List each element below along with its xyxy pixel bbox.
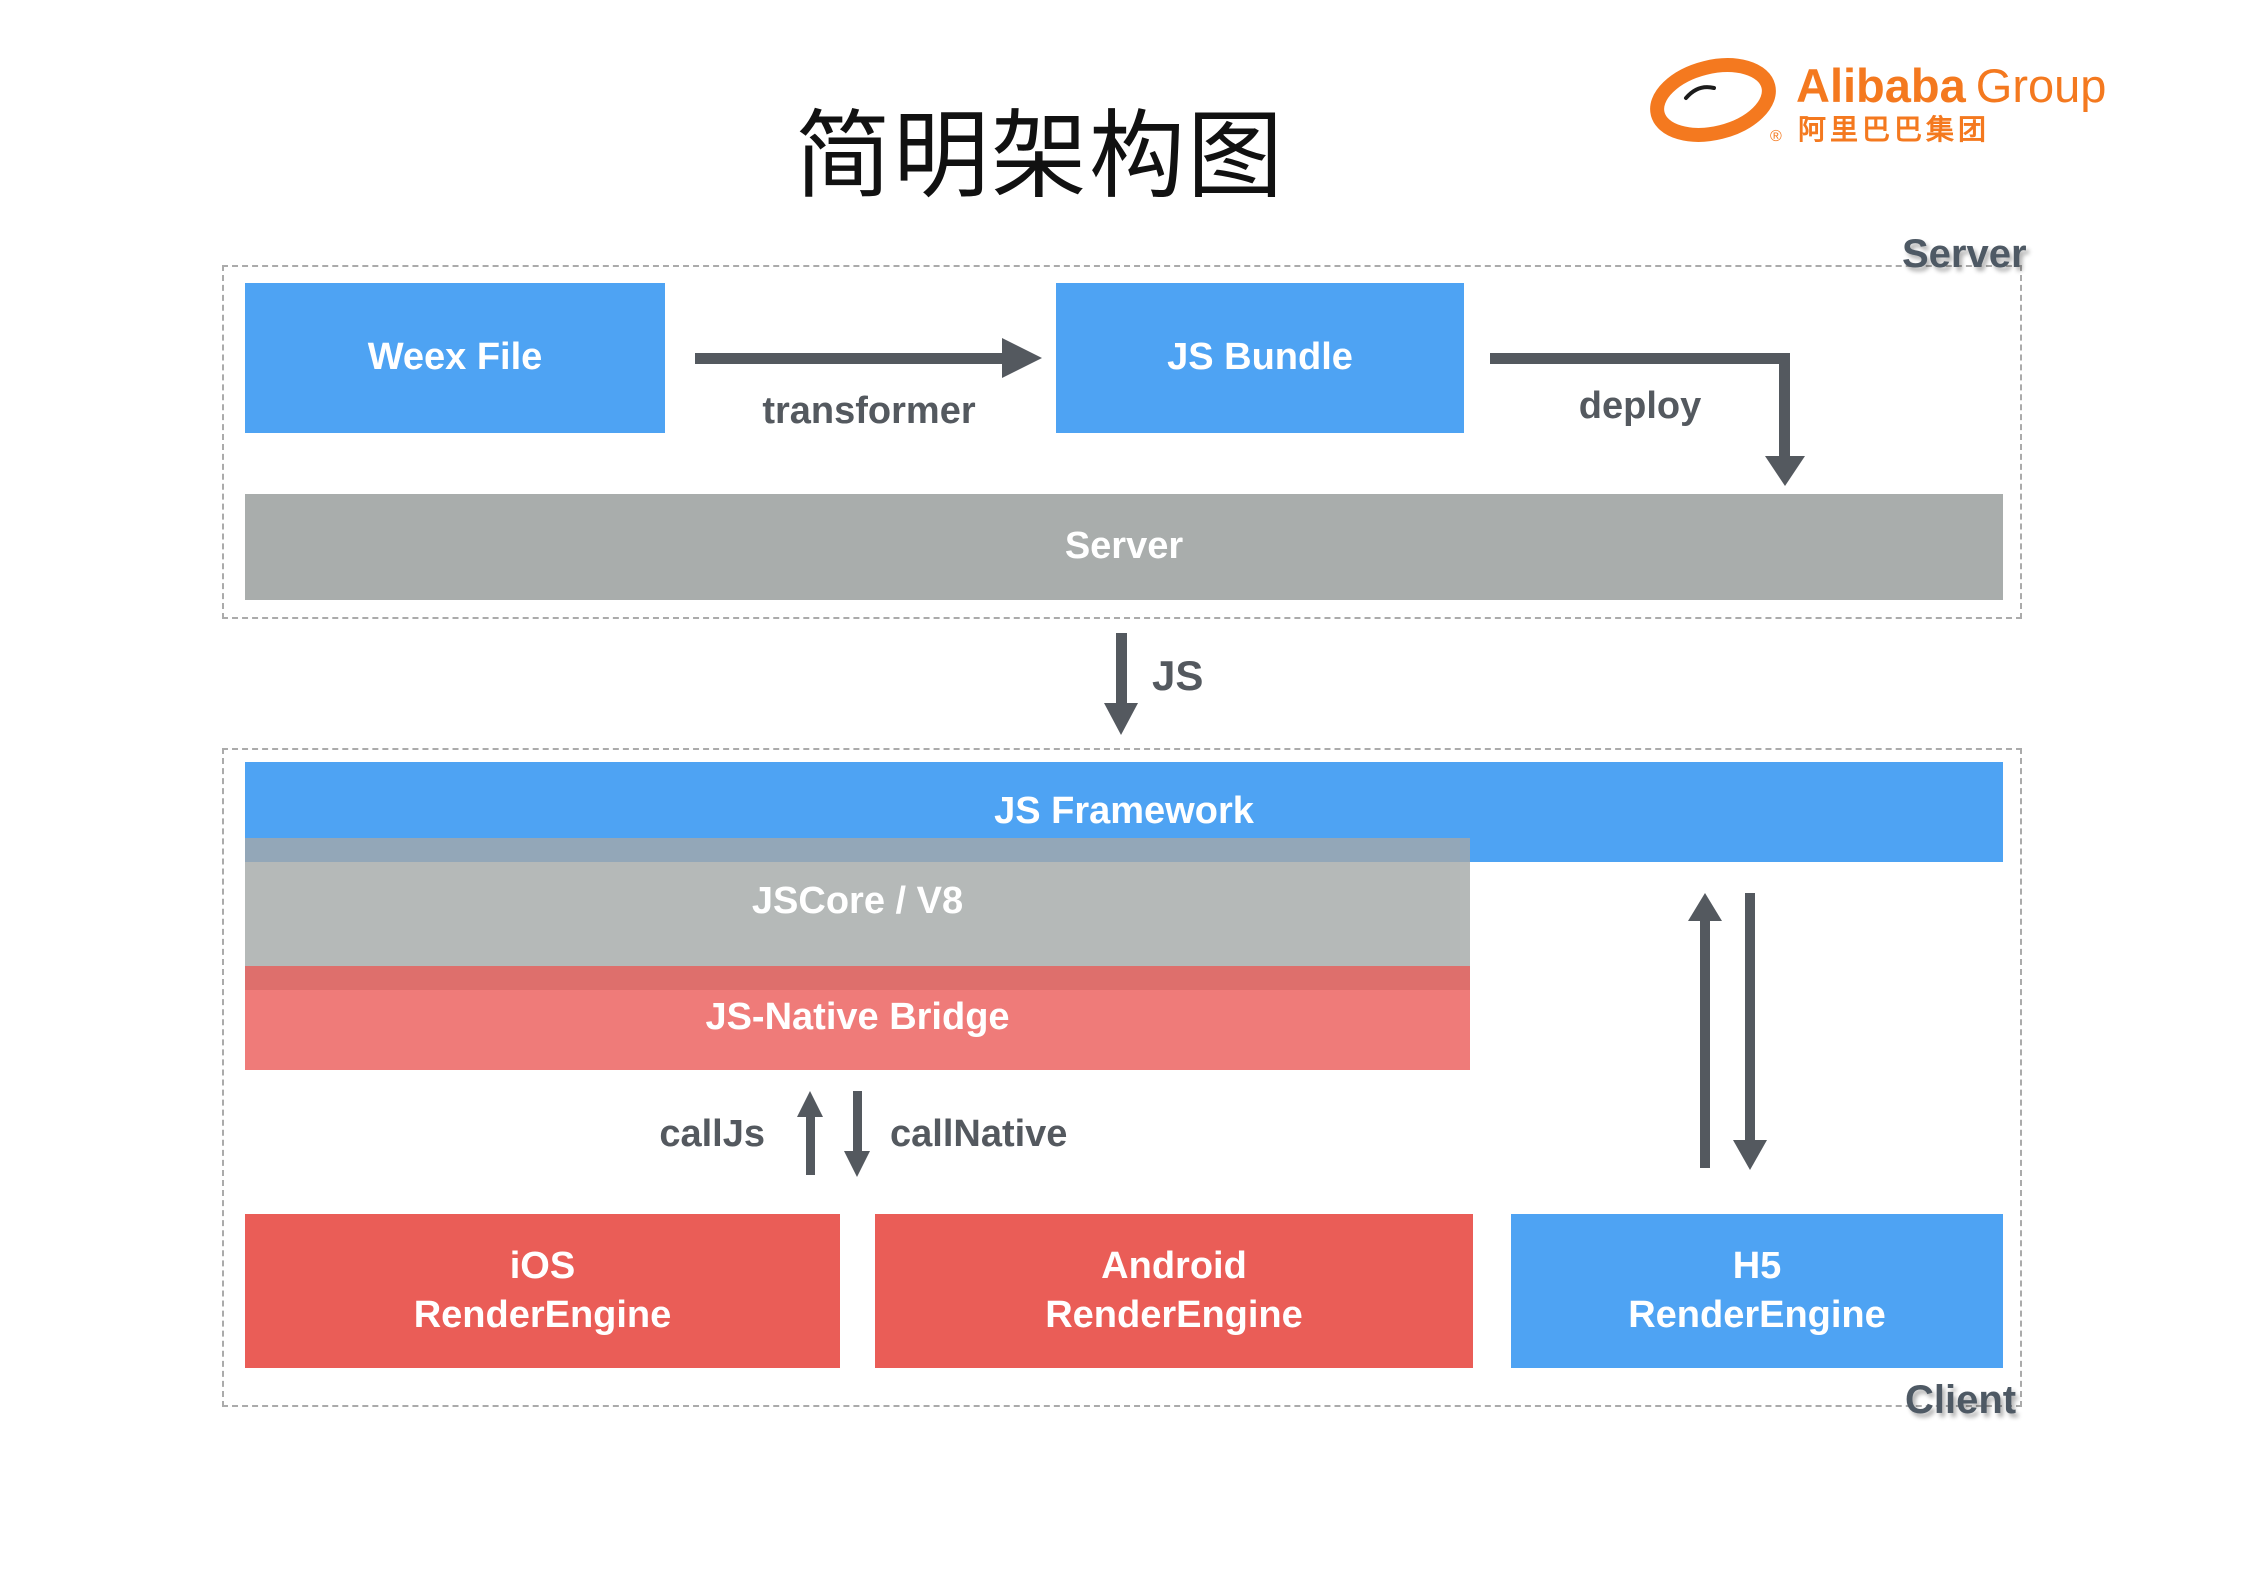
js-arrow-label: JS [1152, 652, 1204, 699]
transformer-arrow-label: transformer [762, 390, 976, 432]
bridge-gray-overlap-strip [245, 966, 1470, 990]
call-native-arrow-shaft [853, 1091, 862, 1153]
logo-name: Alibaba [1796, 59, 1966, 112]
alibaba-logo-icon [1650, 58, 1776, 142]
call-js-label: callJs [659, 1113, 765, 1155]
transformer-arrow-head [1002, 338, 1042, 378]
server-bar-label: Server [1064, 525, 1184, 568]
deploy-arrow-vertical-shaft [1779, 353, 1790, 458]
js-bundle-label: JS Bundle [1167, 336, 1353, 379]
call-native-label: callNative [890, 1113, 1068, 1155]
js-framework-label: JS Framework [994, 790, 1254, 833]
call-js-arrow-head [797, 1091, 823, 1117]
js-arrow-shaft [1116, 633, 1127, 703]
page-title: 简明架构图 [795, 103, 1285, 210]
client-corner-label: Client [1905, 1378, 2017, 1422]
logo-chinese: 阿里巴巴集团 [1798, 114, 1991, 145]
deploy-arrow-head [1765, 456, 1805, 486]
h5-down-arrow-head [1733, 1140, 1767, 1170]
call-native-arrow-head [844, 1151, 870, 1177]
registered-mark: ® [1770, 128, 1782, 145]
js-native-bridge-bar: JS-Native Bridge [245, 966, 1470, 1070]
server-bar: Server [245, 494, 2003, 600]
transformer-arrow-shaft [695, 353, 1003, 364]
jscore-v8-bar: JSCore / V8 [245, 838, 1470, 966]
weex-file-label: Weex File [367, 336, 543, 379]
js-arrow-head [1104, 703, 1138, 735]
h5-up-arrow-head [1688, 893, 1722, 921]
weex-file-box: Weex File [245, 283, 665, 433]
js-bundle-box: JS Bundle [1056, 283, 1464, 433]
server-dashed-frame [222, 265, 2022, 619]
js-native-bridge-label: JS-Native Bridge [705, 996, 1010, 1039]
jscore-v8-label: JSCore / V8 [751, 880, 964, 923]
deploy-arrow-label: deploy [1578, 385, 1702, 427]
call-js-arrow-shaft [806, 1115, 815, 1175]
h5-up-arrow-shaft [1700, 919, 1710, 1168]
logo-suffix: Group [1975, 59, 2107, 112]
deploy-arrow-horizontal-shaft [1490, 353, 1790, 364]
server-corner-label: Server [1902, 232, 2027, 276]
h5-down-arrow-shaft [1745, 893, 1755, 1142]
jscore-blue-overlap-strip [245, 838, 1470, 862]
client-dashed-frame [222, 748, 2022, 1407]
